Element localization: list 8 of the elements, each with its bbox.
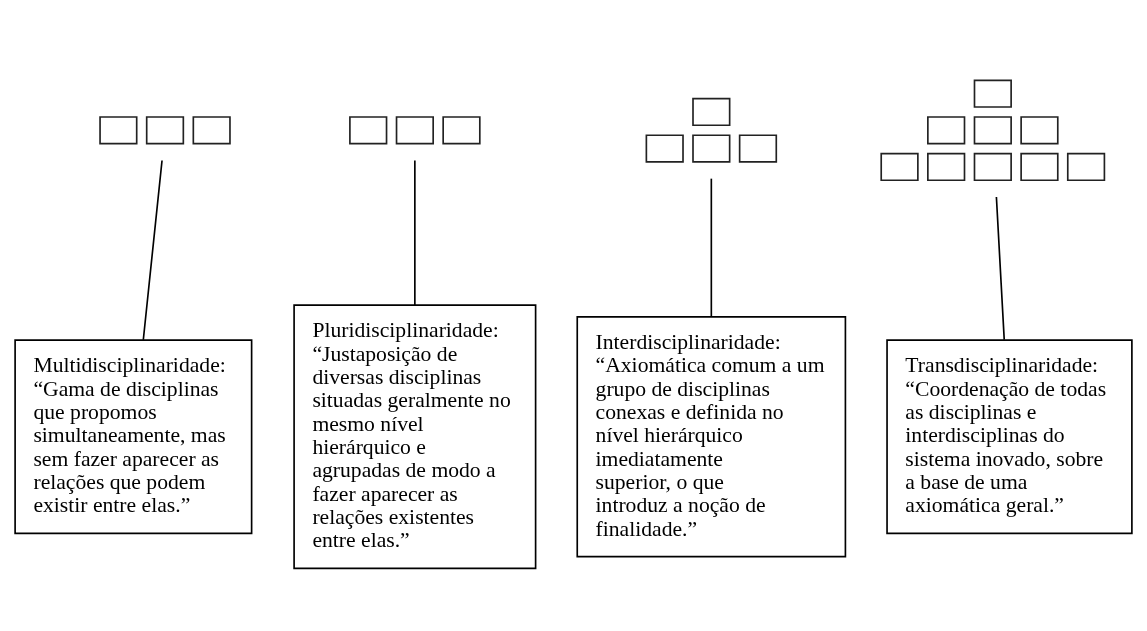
node-box: Pluridisciplinaridade: “Justaposição de diversas disciplinas situadas geralmente no mesmo nível hierárquico e agrupadas de modo a fazer aparecer as relações existentes entre elas.”: [293, 303, 537, 569]
connector: [710, 177, 713, 317]
node-box: Multidisciplinaridade: “Gama de disciplinas que propomos simultaneamente, mas sem fazer aparecer as relações que podem existir entre elas.”: [14, 338, 253, 534]
connector: [414, 159, 416, 306]
node-box: Transdisciplinaridade: “Coordenação de todas as disciplinas e interdisciplinas do sistema inovado, sobre a base de uma axiomática geral.”: [886, 338, 1133, 534]
connector: [142, 159, 163, 341]
connector: [995, 195, 1006, 340]
node-box: Interdisciplinaridade: “Axiomática comum a um grupo de disciplinas conexas e definida no nível hierárquico imediatamente superior, o que introduz a noção de finalidade.”: [576, 315, 847, 557]
